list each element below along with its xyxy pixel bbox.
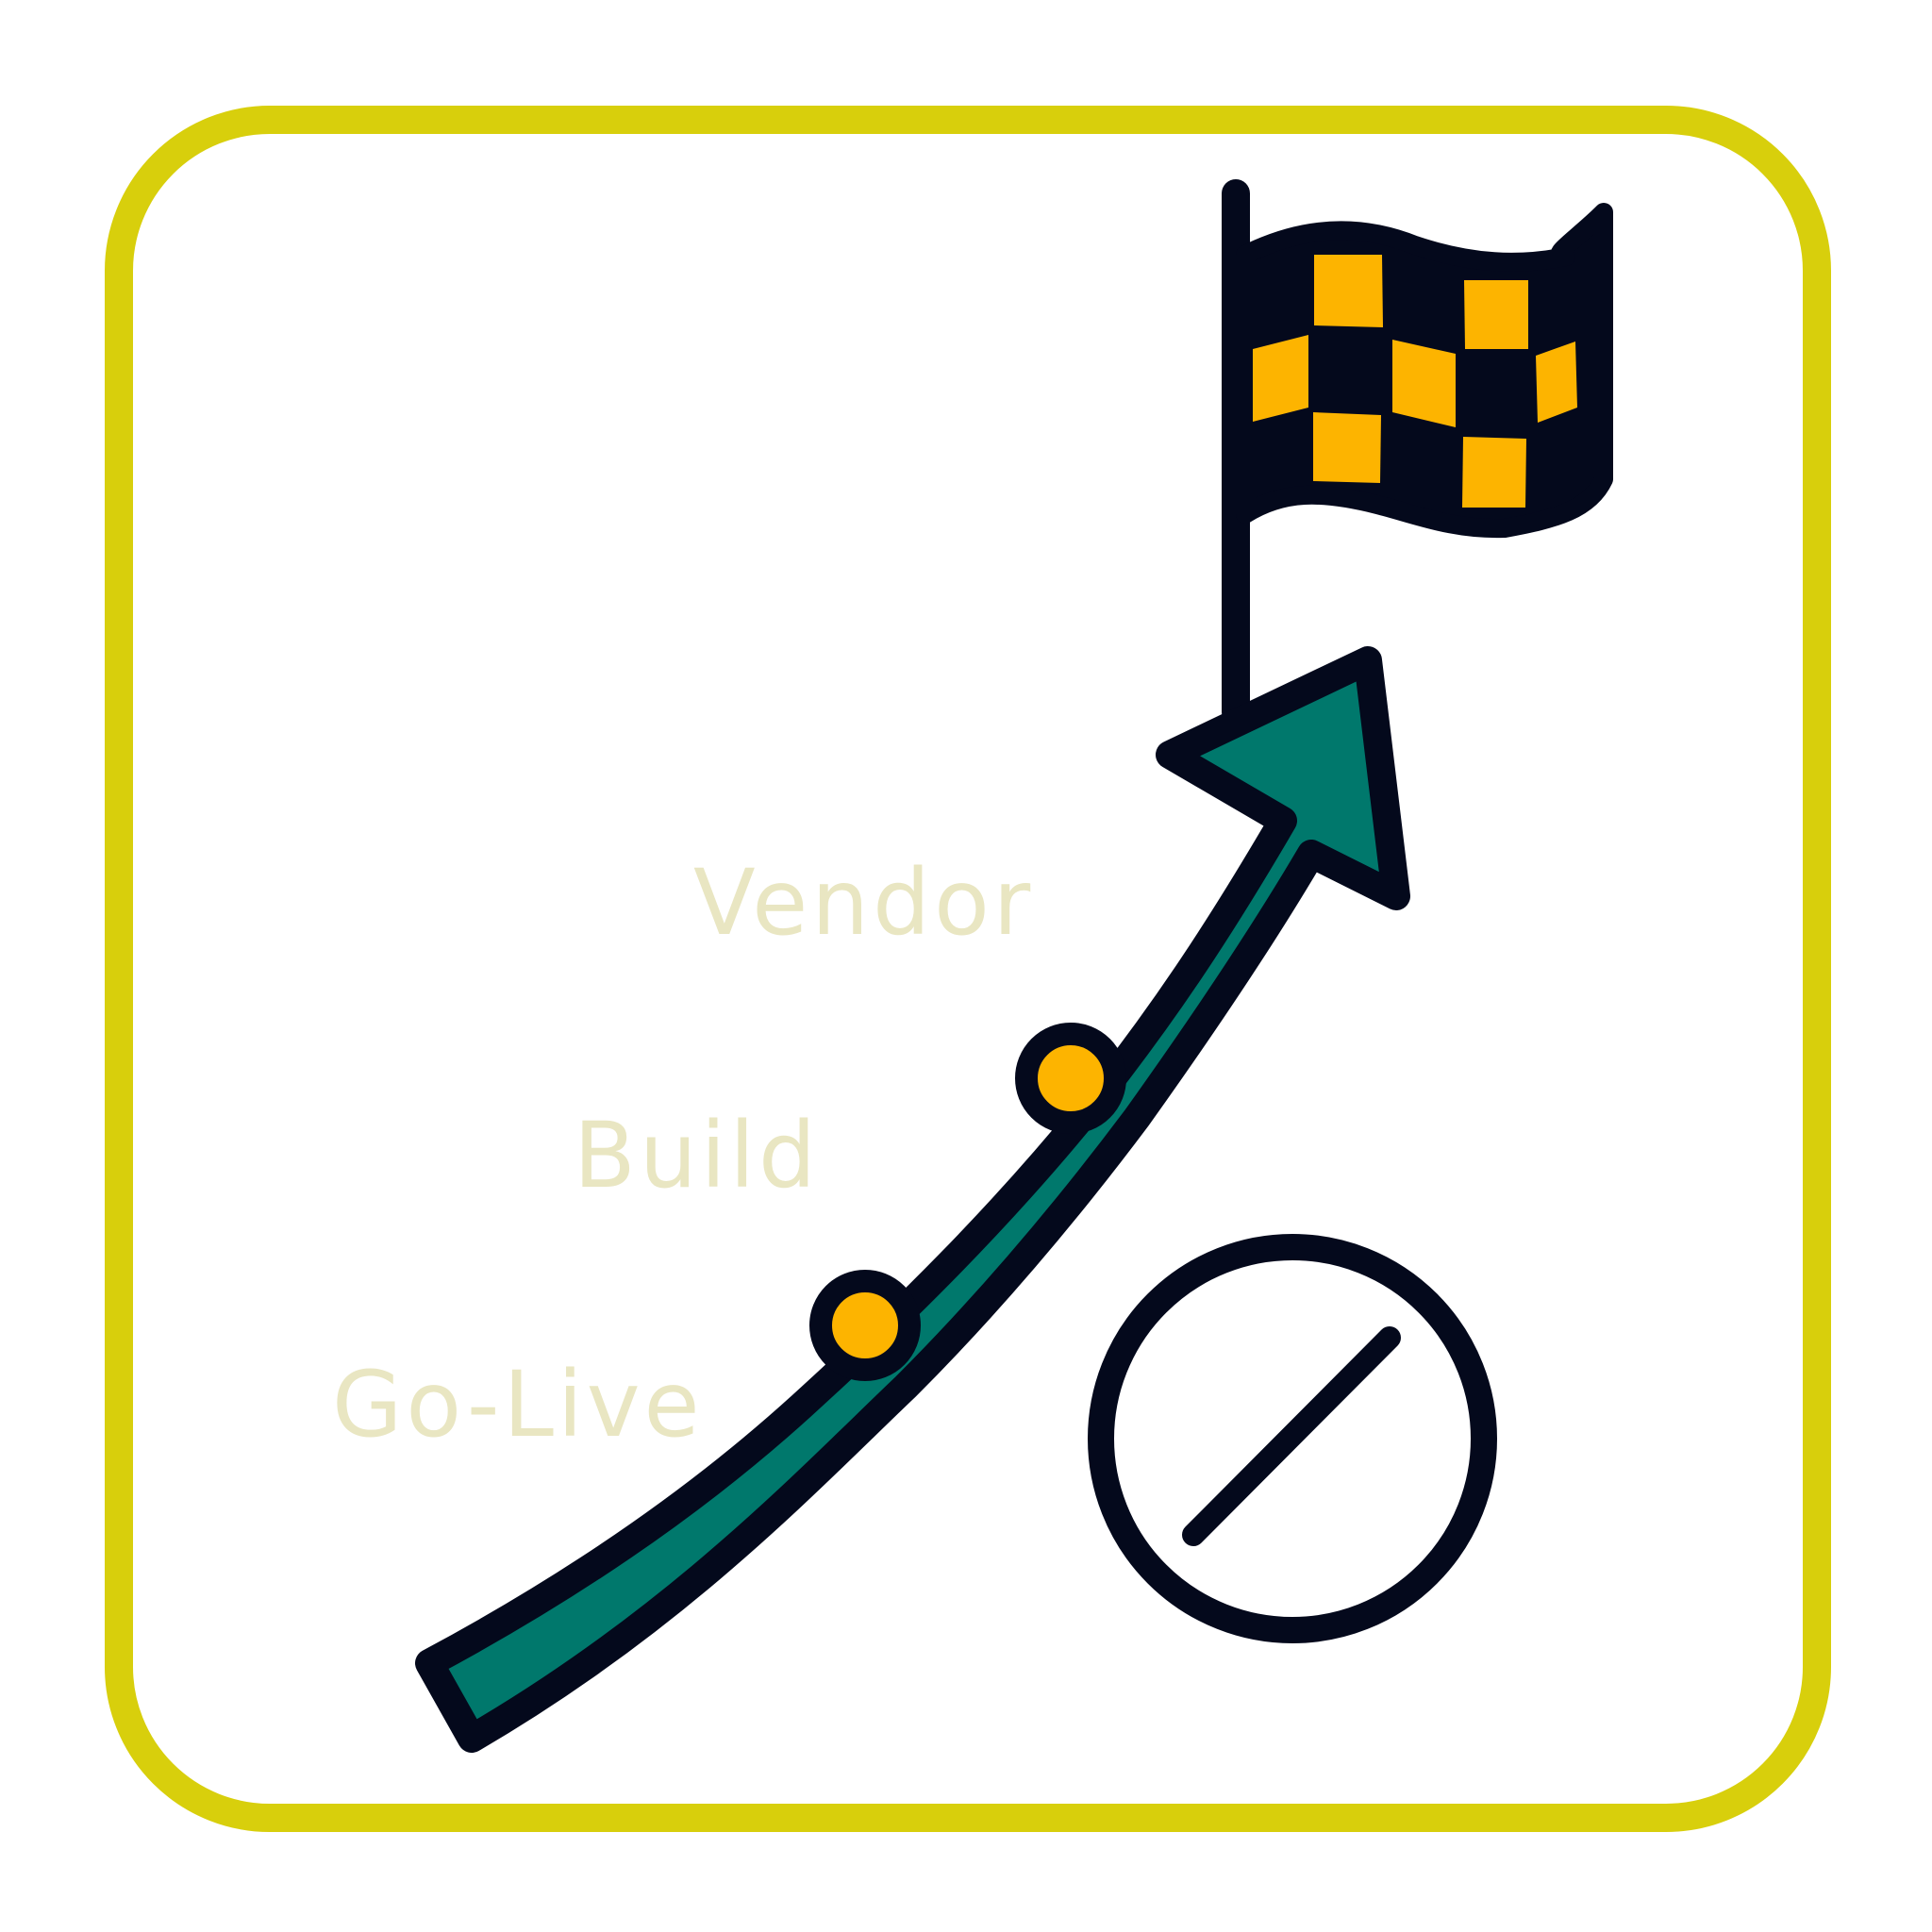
milestone-dot-icon	[809, 1023, 1126, 1381]
flag-checks	[1253, 255, 1577, 508]
growth-arrow-icon	[415, 646, 1410, 1753]
milestone-dot-lower	[809, 1270, 921, 1381]
stage-label-vendor: Vendor	[693, 850, 1034, 956]
stage-label-go-live: Go-Live	[332, 1352, 704, 1457]
milestone-dot-upper	[1015, 1023, 1126, 1134]
prohibited-slash	[1182, 1326, 1401, 1546]
prohibited-icon	[1088, 1234, 1497, 1643]
checkered-flag-icon	[1222, 179, 1613, 726]
arrow-body	[415, 646, 1410, 1753]
stage-label-build: Build	[574, 1103, 820, 1208]
